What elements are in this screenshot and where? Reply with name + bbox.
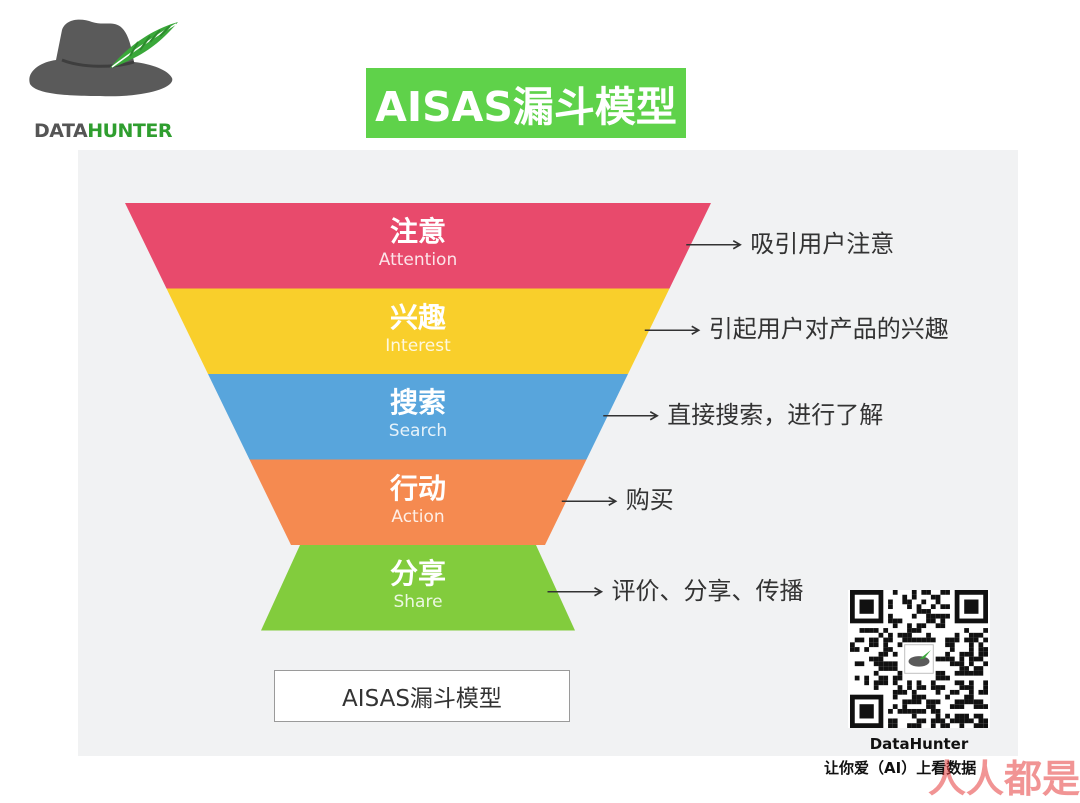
hat-feather-icon [29, 19, 178, 97]
funnel-stage-interest [166, 288, 670, 374]
stage-title-zh: 注意 [389, 215, 446, 248]
stage-description: 吸引用户注意 [750, 229, 895, 258]
stage-title-en: Search [388, 421, 448, 441]
logo-brand-part1: DATA [34, 120, 88, 142]
caption-box: AISAS漏斗模型 [274, 670, 570, 722]
funnel-stage-search [208, 374, 628, 460]
stage-description: 直接搜索，进行了解 [667, 400, 884, 429]
arrow-head-icon [594, 587, 604, 597]
caption-text: AISAS漏斗模型 [342, 686, 502, 712]
funnel-stage-attention [125, 203, 711, 289]
arrow-head-icon [649, 411, 659, 421]
stage-title-zh: 分享 [389, 557, 446, 590]
stage-title-zh: 搜索 [389, 386, 446, 419]
watermark: 人人都是 [928, 757, 1080, 801]
qr-slogan: 让你爱（AI）上看数据 [824, 759, 977, 777]
arrow-head-icon [691, 325, 701, 335]
stage-title-en: Attention [378, 250, 458, 270]
logo-brand-part2: HUNTER [87, 120, 173, 142]
stage-title-en: Interest [385, 335, 451, 356]
datahunter-logo: DATAHUNTER [22, 12, 192, 147]
stage-description: 购买 [625, 486, 674, 515]
stage-title-zh: 兴趣 [389, 300, 446, 334]
funnel-stage-action [249, 459, 587, 545]
funnel-stage-share [261, 545, 575, 631]
stage-description: 引起用户对产品的兴趣 [708, 315, 949, 344]
page-title: AISAS漏斗模型 [375, 83, 677, 131]
stage-title-en: Action [391, 506, 445, 527]
arrow-head-icon [732, 240, 742, 250]
qr-code-icon [848, 590, 990, 728]
stage-title-zh: 行动 [389, 471, 446, 505]
stage-description: 评价、分享、传播 [611, 576, 804, 605]
stage-title-en: Share [393, 592, 443, 612]
title-banner: AISAS漏斗模型 [366, 68, 686, 138]
qr-brand-name: DataHunter [869, 735, 969, 753]
arrow-head-icon [608, 496, 618, 506]
